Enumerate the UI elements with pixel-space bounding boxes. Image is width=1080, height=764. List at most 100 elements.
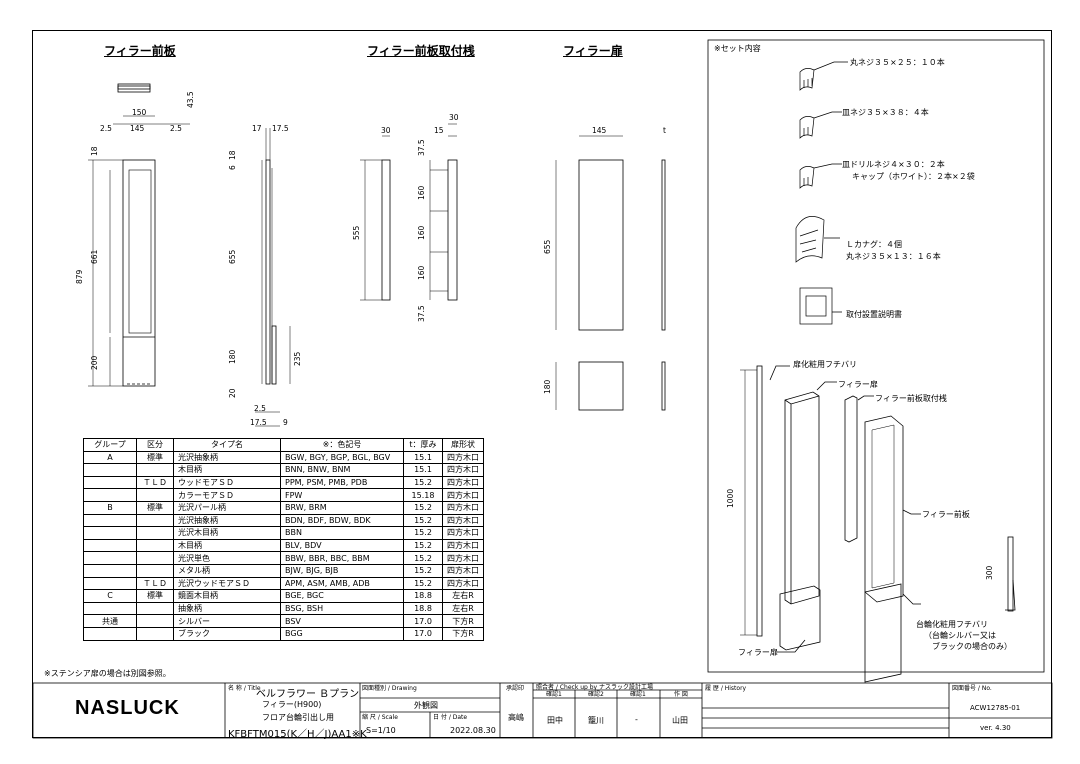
table-cell: 木目柄 xyxy=(173,463,281,477)
table-cell: APM, ASM, AMB, ADB xyxy=(280,576,404,591)
door-title: フィラー扉 xyxy=(563,44,623,58)
drawing-label: 図面種別 / Drawing xyxy=(362,685,417,692)
table-cell: 四方木口 xyxy=(442,513,484,528)
col-header: t：厚み xyxy=(403,438,443,452)
table-cell: C xyxy=(83,589,137,603)
table-cell: 木目柄 xyxy=(173,538,281,553)
table-cell: 抽象柄 xyxy=(173,601,281,616)
table-cell: BBW, BBR, BBC, BBM xyxy=(280,551,404,565)
table-cell: 18.8 xyxy=(403,589,443,603)
table-cell: BJW, BJG, BJB xyxy=(280,563,404,578)
table-cell xyxy=(136,551,174,565)
table-cell: 17.0 xyxy=(403,614,443,628)
table-cell: BBN xyxy=(280,526,404,540)
table-cell: 四方木口 xyxy=(442,563,484,578)
table-cell: BSG, BSH xyxy=(280,601,404,616)
table-cell xyxy=(136,488,174,502)
dim-label: 17.5 xyxy=(250,418,267,427)
assembly-label: 扉化粧用フチバリ xyxy=(793,360,857,369)
table-cell xyxy=(83,513,137,528)
table-cell: 共通 xyxy=(83,614,137,628)
dim-label: 2.5 xyxy=(170,124,182,133)
table-cell: 光沢パール柄 xyxy=(173,500,281,515)
table-cell: メタル柄 xyxy=(173,563,281,578)
table-cell: 下方R xyxy=(442,626,484,641)
title-line1: ベルフラワー Ｂプラン xyxy=(256,689,360,700)
set-item: 皿ドリルネジ４×３０：２本 xyxy=(842,160,945,169)
table-cell: 18.8 xyxy=(403,601,443,616)
panel-title: フィラー前板 xyxy=(104,44,176,58)
dim-label: 145 xyxy=(130,124,145,133)
table-cell: 15.2 xyxy=(403,475,443,490)
checker-name: 田中 xyxy=(547,716,563,725)
table-cell: PPM, PSM, PMB, PDB xyxy=(280,475,404,490)
table-cell: カラーモアＳＤ xyxy=(173,488,281,502)
table-cell: 17.0 xyxy=(403,626,443,641)
table-cell: ウッドモアＳＤ xyxy=(173,475,281,490)
col-header: 区分 xyxy=(136,438,174,452)
check-col: 確認1 xyxy=(546,691,562,698)
history-label: 履 歴 / History xyxy=(705,685,747,692)
dim-label: 18 xyxy=(228,150,237,160)
table-cell xyxy=(136,626,174,641)
check-label: 照合者 / Check up by ナスラック設計工場 xyxy=(536,684,653,691)
dim-label: 37.5 xyxy=(417,305,426,322)
scale-label: 縮 尺 / Scale xyxy=(362,714,398,721)
title-line3: フロア台輪引出し用 xyxy=(262,713,334,722)
set-item: 丸ネジ３５×１３：１６本 xyxy=(846,252,941,261)
designer-name: 高嶋 xyxy=(508,713,524,722)
dim-label: 30 xyxy=(381,126,391,135)
dim-label: 661 xyxy=(90,249,99,264)
table-cell: 15.2 xyxy=(403,563,443,578)
table-cell xyxy=(83,526,137,540)
table-cell: BNN, BNW, BNM xyxy=(280,463,404,477)
table-cell: 四方木口 xyxy=(442,463,484,477)
dim-label: 160 xyxy=(417,185,426,200)
table-cell: 四方木口 xyxy=(442,450,484,465)
assembly-label: フィラー前板取付桟 xyxy=(875,394,947,403)
set-item: 取付設置説明書 xyxy=(846,310,902,319)
dim-label: 37.5 xyxy=(417,139,426,156)
table-cell: ＴＬＤ xyxy=(136,475,174,490)
table-cell: 15.2 xyxy=(403,538,443,553)
table-cell xyxy=(136,463,174,477)
table-cell xyxy=(136,513,174,528)
table-cell xyxy=(136,563,174,578)
assembly-label: 台輪化粧用フチバリ xyxy=(916,620,988,629)
set-item: 皿ネジ３５×３８：４本 xyxy=(842,108,929,117)
dim-label: 20 xyxy=(228,388,237,398)
table-cell: 四方木口 xyxy=(442,538,484,553)
table-cell: 15.2 xyxy=(403,526,443,540)
dim-label: 235 xyxy=(293,351,302,366)
table-cell: BGE, BGC xyxy=(280,589,404,603)
table-cell: 15.1 xyxy=(403,450,443,465)
dim-label: 17.5 xyxy=(272,124,289,133)
table-cell: 四方木口 xyxy=(442,488,484,502)
table-cell: 15.2 xyxy=(403,513,443,528)
assembly-label: フィラー前板 xyxy=(922,510,970,519)
table-cell xyxy=(83,463,137,477)
dim-label: 9 xyxy=(283,418,288,427)
table-cell: FPW xyxy=(280,488,404,502)
dim-label: 180 xyxy=(543,379,552,394)
table-cell: 光沢抽象柄 xyxy=(173,513,281,528)
table-cell xyxy=(83,563,137,578)
dim-label: 655 xyxy=(543,239,552,254)
bracket-title: フィラー前板取付桟 xyxy=(367,44,475,58)
designer-label: 承認印 xyxy=(506,685,525,692)
table-cell: BDN, BDF, BDW, BDK xyxy=(280,513,404,528)
table-cell: A xyxy=(83,450,137,465)
date-value: 2022.08.30 xyxy=(450,726,496,735)
table-cell xyxy=(83,551,137,565)
col-header: タイプ名 xyxy=(173,438,281,452)
dim-label: t xyxy=(663,126,666,135)
table-cell: 四方木口 xyxy=(442,576,484,591)
